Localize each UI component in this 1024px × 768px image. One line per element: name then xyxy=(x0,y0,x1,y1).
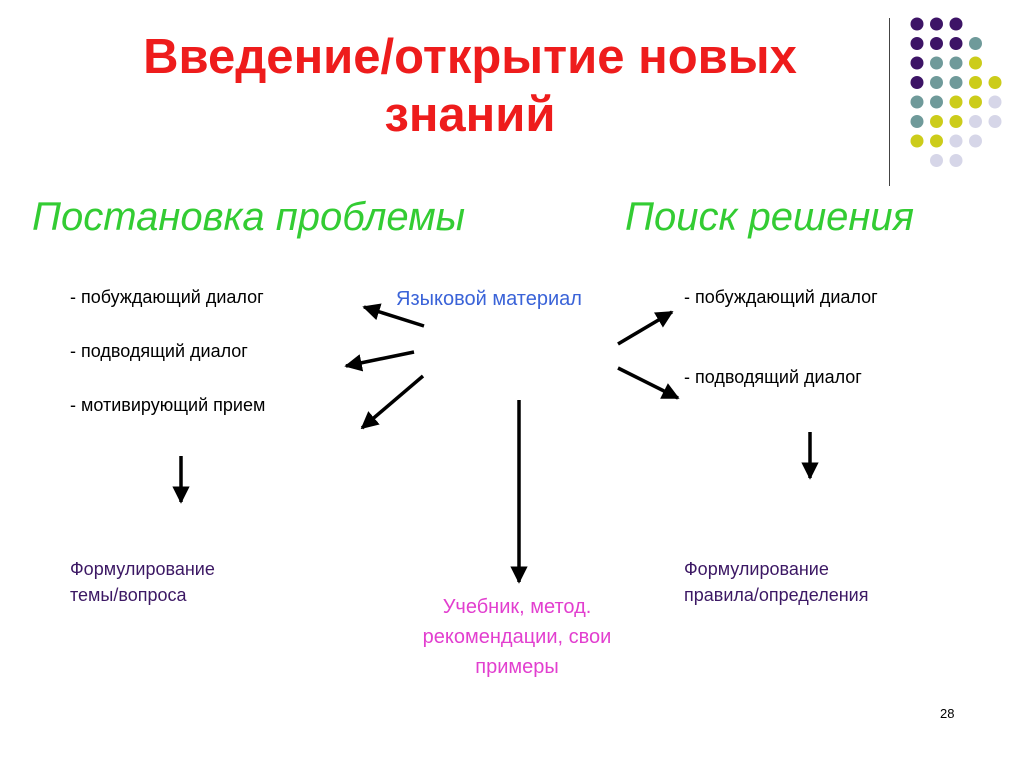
decorative-dot xyxy=(988,76,1002,89)
decorative-dot xyxy=(910,56,924,70)
slide-title-line-1: Введение/открытие новых xyxy=(143,30,797,84)
heading-problem-statement: Постановка проблемы xyxy=(32,195,466,239)
left-result: Формулирование темы/вопроса xyxy=(70,556,215,608)
right-item-prompting-dialogue: - побуждающий диалог xyxy=(684,287,878,307)
slide-title: Введение/открытие новых знаний xyxy=(60,28,880,144)
decorative-dot xyxy=(930,134,943,148)
decorative-dot xyxy=(949,76,963,89)
decorative-dot xyxy=(910,115,924,128)
decorative-dot xyxy=(910,134,924,148)
left-item-motivating-technique: - мотивирующий прием xyxy=(70,395,266,415)
page-number: 28 xyxy=(940,706,955,721)
decorative-dot xyxy=(910,95,924,109)
decorative-dot xyxy=(969,76,982,89)
center-label-language-material: Языковой материал xyxy=(396,288,582,310)
decorative-dot xyxy=(988,115,1002,128)
right-result-line-1: Формулирование xyxy=(684,559,829,579)
decorative-dot xyxy=(988,95,1002,109)
arrow-to-left-item-1 xyxy=(362,303,425,328)
decorative-dot xyxy=(949,17,963,31)
decorative-dot xyxy=(910,17,924,31)
decorative-dot xyxy=(949,95,963,109)
slide-title-line-2: знаний xyxy=(384,88,556,142)
arrow-to-left-item-2 xyxy=(344,350,415,372)
decorative-dot xyxy=(930,95,943,109)
arrow-to-left-item-3 xyxy=(360,374,425,430)
right-result-line-2: правила/определения xyxy=(684,585,869,605)
left-item-prompting-dialogue: - побуждающий диалог xyxy=(70,287,264,307)
arrow-to-right-item-1 xyxy=(617,310,674,346)
decorative-dot xyxy=(930,56,943,70)
heading-solution-search: Поиск решения xyxy=(625,195,915,239)
decorative-dot xyxy=(949,56,963,70)
arrow-to-right-item-2 xyxy=(617,366,680,400)
left-result-line-2: темы/вопроса xyxy=(70,585,187,605)
decorative-divider xyxy=(889,18,890,186)
right-result: Формулирование правила/определения xyxy=(684,556,868,608)
decorative-dot xyxy=(949,134,963,148)
bottom-result-line-2: рекомендации, свои xyxy=(422,626,612,648)
left-item-leading-dialogue: - подводящий диалог xyxy=(70,341,248,361)
bottom-result: Учебник, метод. рекомендации, свои приме… xyxy=(386,592,648,682)
decorative-dot xyxy=(930,154,943,167)
decorative-dot xyxy=(930,37,943,50)
bottom-result-line-3: примеры xyxy=(475,656,559,678)
decorative-dot xyxy=(930,17,943,31)
decorative-dot xyxy=(949,154,963,167)
decorative-dot xyxy=(930,115,943,128)
decorative-dot xyxy=(910,37,924,50)
decorative-dot xyxy=(930,76,943,89)
left-result-line-1: Формулирование xyxy=(70,559,215,579)
decorative-dot xyxy=(949,115,963,128)
decorative-dot xyxy=(969,134,982,148)
decorative-dot xyxy=(910,76,924,89)
decorative-dot xyxy=(969,56,982,70)
right-item-leading-dialogue: - подводящий диалог xyxy=(684,367,862,387)
decorative-dot xyxy=(969,37,982,50)
decorative-dot xyxy=(969,95,982,109)
bottom-result-line-1: Учебник, метод. xyxy=(442,596,592,618)
decorative-dot xyxy=(969,115,982,128)
decorative-dot xyxy=(949,37,963,50)
